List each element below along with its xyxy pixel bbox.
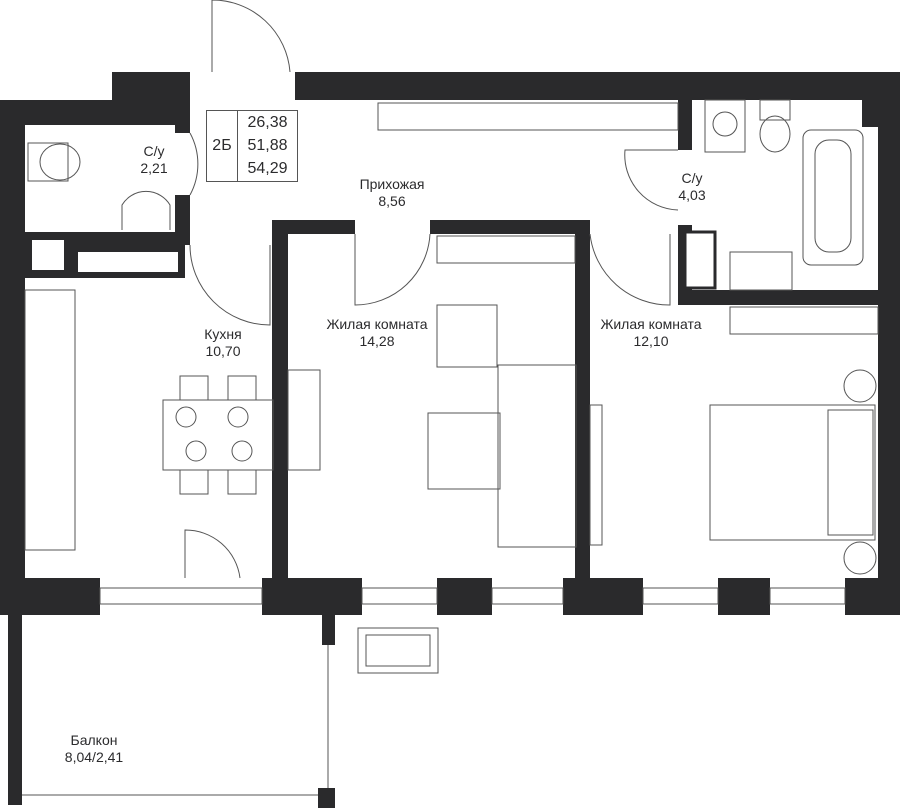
apartment-info-box: 2Б 26,38 51,88 54,29: [206, 110, 298, 182]
windows-doors: [22, 0, 879, 796]
total-area-with-balcony: 54,29: [247, 160, 288, 178]
total-area: 51,88: [247, 136, 288, 154]
living-area: 26,38: [247, 113, 288, 131]
apartment-code: 2Б: [207, 111, 238, 181]
walls: [0, 72, 900, 808]
shaft-openings: [32, 100, 860, 290]
